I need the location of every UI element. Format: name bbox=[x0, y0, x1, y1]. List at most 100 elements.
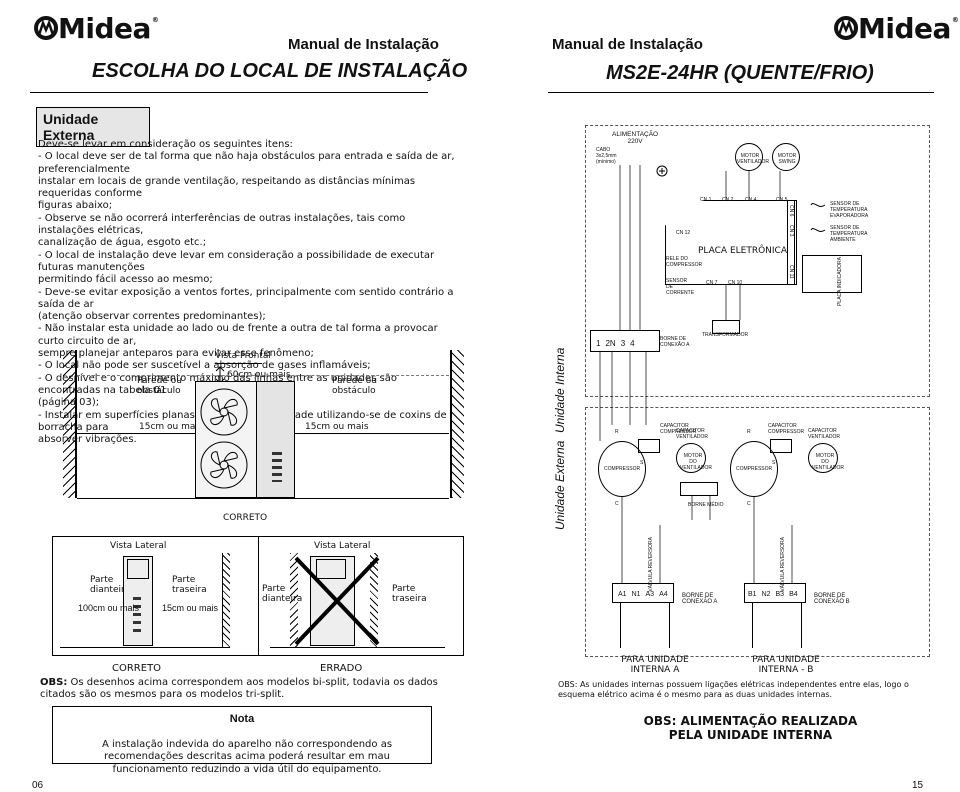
side-ok-front-clearance: 100cm ou mais bbox=[78, 603, 140, 613]
connector-column bbox=[787, 200, 797, 285]
terminal-label: 1 bbox=[596, 339, 601, 348]
intro-item: - Não instalar esta unidade ao lado ou d… bbox=[38, 323, 438, 347]
left-page-title: ESCOLHA DO LOCAL DE INSTALAÇÃO bbox=[92, 60, 468, 82]
logo-text: Midea bbox=[58, 12, 151, 45]
cn12-label: CN 12 bbox=[676, 230, 691, 236]
side-ok-caption: CORRETO bbox=[112, 663, 162, 674]
side-bad-floor bbox=[270, 647, 445, 648]
side-bad-unit bbox=[310, 556, 355, 646]
side-ok-title: Vista Lateral bbox=[110, 541, 167, 551]
left-wall bbox=[75, 350, 77, 498]
compressor-a-r: R bbox=[615, 429, 619, 435]
cn2-label: CN 2 bbox=[722, 197, 734, 203]
ground-symbol-icon bbox=[656, 165, 668, 177]
side-bad-caption: ERRADO bbox=[320, 663, 363, 674]
right-header: Manual de Instalação bbox=[552, 36, 703, 53]
motor-vent-a bbox=[676, 443, 706, 473]
midea-logo-right: Midea® bbox=[834, 12, 959, 45]
right-obs2-line2: PELA UNIDADE INTERNA bbox=[668, 728, 833, 742]
intro-line: Deve-se levar em consideração os seguint… bbox=[38, 139, 293, 150]
wiring-diagram: Unidade Interna Unidade Externa ALIMENTA… bbox=[550, 125, 950, 675]
exterior-box bbox=[585, 407, 930, 657]
compressor-b-s: S bbox=[772, 460, 776, 466]
compressor-a-c: C bbox=[615, 501, 619, 507]
intro-item: instalar em locais de grande ventilação,… bbox=[38, 175, 416, 200]
side-bad-unit-lid bbox=[316, 559, 346, 579]
cap-comp-b bbox=[770, 439, 792, 453]
terminal-label: 2N bbox=[605, 339, 616, 348]
transformer-label: TRANSFORMADOR bbox=[702, 332, 749, 338]
side-ok-front-text: Parte dianteira bbox=[90, 575, 131, 595]
intro-item: - O desnível e o comprimento máximo das … bbox=[38, 372, 398, 396]
power-title-text: ALIMENTAÇÃO bbox=[612, 131, 659, 138]
side-ok-valves bbox=[133, 597, 141, 637]
cap-comp-a-label: CAPACITOR COMPRESSOR bbox=[660, 423, 697, 435]
intro-item: - Observe se não ocorrerá interferências… bbox=[38, 212, 406, 237]
motor-fan-label: MOTOR VENTILADOR bbox=[737, 153, 769, 165]
sensor-amb-icon bbox=[810, 228, 826, 232]
intro-item: - O local de instalação deve levar em co… bbox=[38, 249, 435, 273]
compressor-b-r: R bbox=[747, 429, 751, 435]
left-obs-text: Os desenhos acima correspondem aos model… bbox=[40, 677, 438, 701]
intro-item: sempre planejar anteparos para evitar es… bbox=[38, 348, 314, 360]
terminal-label: A3 bbox=[645, 591, 655, 598]
wires-svg bbox=[599, 165, 793, 583]
para-b-text: PARA UNIDADE INTERNA - B bbox=[752, 655, 820, 675]
right-page-title: MS2E-24HR (QUENTE/FRIO) bbox=[606, 62, 874, 84]
cap-comp-b-label: CAPACITOR COMPRESSOR bbox=[768, 423, 805, 435]
terminal-label: B3 bbox=[775, 591, 785, 598]
right-wall-label: Parede ou obstáculo bbox=[332, 376, 377, 396]
fan-bottom-icon bbox=[200, 441, 248, 489]
right-obs: OBS: As unidades internas possuem ligaçõ… bbox=[558, 680, 909, 699]
compressor-b-label: COMPRESSOR bbox=[736, 466, 773, 472]
cross-x-icon bbox=[294, 556, 380, 646]
cable-label: CABO 3x2,5mm (mínimo) bbox=[596, 147, 617, 165]
floor-line bbox=[77, 498, 449, 499]
borne-a2-label: BORNE DE CONEXÃO A bbox=[682, 593, 718, 605]
cn10-label: CN 10 bbox=[728, 280, 743, 286]
terminal-strip-a bbox=[612, 583, 674, 603]
motor-vent-a-label: MOTOR DO VENTILADOR bbox=[680, 453, 712, 471]
side-ok-back: Parte traseira bbox=[172, 575, 216, 595]
side-views-divider bbox=[258, 536, 259, 656]
service-valves bbox=[272, 452, 282, 482]
motor-swing-box bbox=[772, 143, 800, 171]
motor-swing-label: MOTOR SWING bbox=[777, 153, 797, 165]
right-clearance-line bbox=[295, 433, 449, 434]
side-ok-back-text: Parte traseira bbox=[172, 575, 207, 595]
terminal-label: A1 bbox=[618, 591, 627, 598]
intro-item: - O local não pode ser suscetível a abso… bbox=[38, 360, 371, 372]
cap-vent-a-label: CAPACITOR VENTILADOR bbox=[676, 428, 708, 440]
compressor-a-label: COMPRESSOR bbox=[604, 466, 641, 472]
borne-medio-label: BORNE MÉDIO bbox=[688, 502, 724, 508]
midea-logo-right-icon bbox=[834, 15, 859, 41]
borne-medio-box bbox=[680, 482, 718, 496]
borne-b-label: BORNE DE CONEXÃO B bbox=[814, 593, 850, 605]
transformer-box bbox=[712, 320, 740, 334]
side-bad-back: Parte traseira bbox=[392, 584, 427, 604]
para-b-label: PARA UNIDADE INTERNA - B bbox=[736, 655, 836, 675]
compressor-b bbox=[730, 441, 778, 497]
intro-item: - O local deve ser de tal forma que não … bbox=[38, 151, 455, 175]
side-ok-wall bbox=[222, 553, 230, 648]
left-wall-label: Parede ou obstáculo bbox=[137, 376, 182, 396]
sensor-corr-label: SENSOR DE CORRENTE bbox=[666, 278, 695, 296]
fan-top-icon bbox=[200, 388, 248, 436]
cn6-label: CN 6 bbox=[788, 205, 794, 217]
intro-item: permitindo fácil acesso ao mesmo; bbox=[38, 274, 213, 286]
cn1-label: CN 1 bbox=[700, 197, 712, 203]
midea-logo: Midea® bbox=[34, 12, 159, 45]
power-voltage-text: 220V bbox=[627, 138, 643, 145]
top-dash-line bbox=[77, 375, 449, 376]
cap-comp-a bbox=[638, 439, 660, 453]
right-obs2: OBS: ALIMENTAÇÃO REALIZADA PELA UNIDADE … bbox=[598, 714, 903, 742]
terminal-label: B1 bbox=[748, 591, 757, 598]
wiring-lines-a bbox=[620, 603, 670, 648]
para-a-label: PARA UNIDADE INTERNA A bbox=[610, 655, 700, 675]
terminal-label: B4 bbox=[789, 591, 798, 598]
sensor-evap-icon bbox=[810, 203, 826, 207]
midea-logo-icon bbox=[34, 15, 59, 41]
sensor-evap-label: SENSOR DE TEMPERATURA EVAPORADORA bbox=[830, 201, 869, 219]
